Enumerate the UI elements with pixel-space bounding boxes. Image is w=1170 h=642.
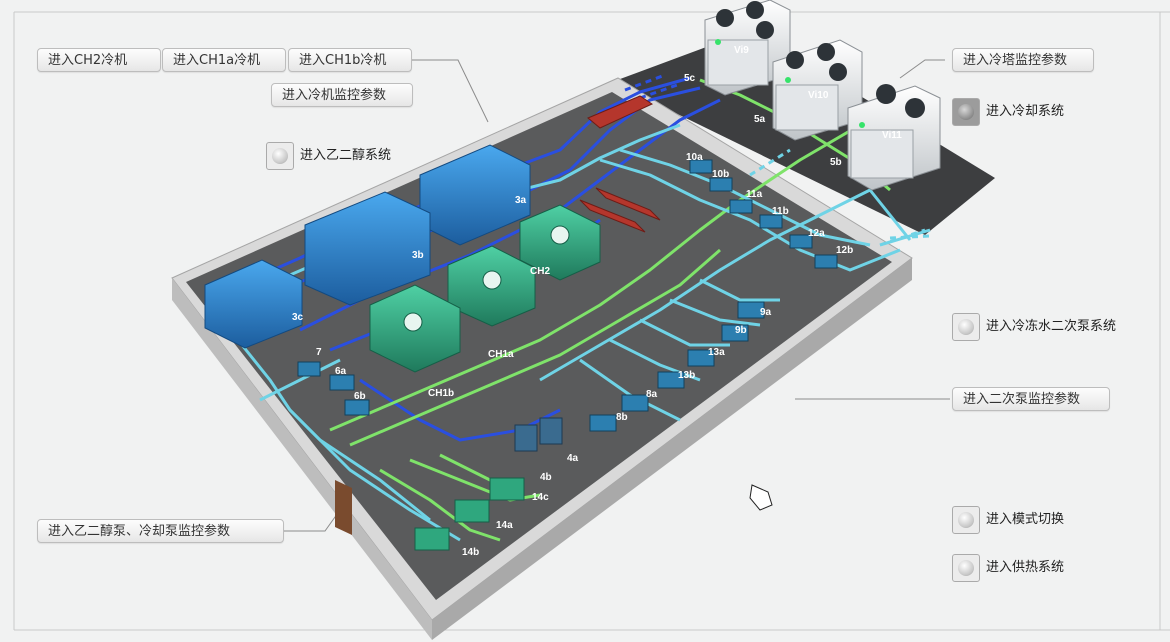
label-7: 7 [316, 347, 322, 358]
chiller-ch1b [369, 284, 461, 373]
label-10b: 10b [712, 169, 729, 180]
label-12a: 12a [808, 228, 825, 239]
pump-units [297, 159, 838, 432]
enter-ch1b-chiller-button[interactable]: 进入CH1b冷机 [288, 48, 412, 72]
round-button-icon [952, 97, 980, 126]
round-button-icon [952, 312, 980, 341]
label-5a: 5a [754, 114, 766, 125]
label-14a: 14a [496, 520, 513, 531]
glycol-system-button[interactable]: 进入乙二醇系统 [266, 141, 391, 171]
label-13a: 13a [708, 347, 725, 358]
label-3b: 3b [412, 250, 424, 261]
deck-outlets-blue [624, 73, 681, 100]
round-button-icon [952, 553, 980, 582]
label-ch1a: CH1a [488, 349, 514, 360]
chiller-monitor-params-button[interactable]: 进入冷机监控参数 [271, 83, 413, 107]
heat-exchangers [579, 95, 661, 233]
label-9a: 9a [760, 307, 772, 318]
mouse-cursor-icon [749, 484, 773, 511]
cooling-tower-vi11 [847, 84, 941, 191]
tank-3c [204, 259, 303, 349]
glycol-system-label: 进入乙二醇系统 [300, 148, 392, 163]
label-vi10: Vi10 [808, 90, 829, 101]
tower-monitor-params-button[interactable]: 进入冷塔监控参数 [952, 48, 1094, 72]
enter-ch1a-chiller-button[interactable]: 进入CH1a冷机 [162, 48, 286, 72]
label-9b: 9b [735, 325, 747, 336]
mode-switch-button[interactable]: 进入模式切换 [952, 505, 1064, 535]
cooling-tower-vi10 [772, 39, 863, 141]
chilled-secondary-system-button[interactable]: 进入冷冻水二次泵系统 [952, 312, 1116, 342]
label-3c: 3c [292, 312, 304, 323]
cooling-tower-vi9 [704, 0, 791, 96]
heating-system-button[interactable]: 进入供热系统 [952, 553, 1064, 583]
enter-ch2-chiller-button[interactable]: 进入CH2冷机 [37, 48, 161, 72]
label-6a: 6a [335, 366, 347, 377]
equipment-labels: Vi9 Vi10 Vi11 5c 5a 5b 10a 10b 11a 11b 1… [292, 45, 902, 558]
label-10a: 10a [686, 152, 703, 163]
label-14c: 14c [532, 492, 549, 503]
round-button-icon [952, 505, 980, 534]
label-vi11: Vi11 [882, 130, 902, 141]
round-button-icon [266, 141, 294, 170]
tank-3b [304, 191, 431, 306]
label-8b: 8b [616, 412, 628, 423]
label-ch1b: CH1b [428, 388, 454, 399]
chilled-secondary-system-label: 进入冷冻水二次泵系统 [986, 319, 1117, 334]
heating-system-label: 进入供热系统 [986, 560, 1065, 575]
label-vi9: Vi9 [734, 45, 749, 56]
label-11a: 11a [746, 189, 763, 200]
building-wall-right [432, 258, 912, 640]
door [335, 480, 352, 535]
label-5c: 5c [684, 73, 696, 84]
label-12b: 12b [836, 245, 853, 256]
building-wall-left [172, 278, 432, 640]
frame-lines [13, 11, 1170, 631]
label-13b: 13b [678, 370, 695, 381]
label-8a: 8a [646, 389, 658, 400]
pumps-4 [514, 417, 563, 452]
label-14b: 14b [462, 547, 479, 558]
label-6b: 6b [354, 391, 366, 402]
label-3a: 3a [515, 195, 527, 206]
label-ch2: CH2 [530, 266, 550, 277]
label-11b: 11b [772, 206, 789, 217]
secondary-pump-params-button[interactable]: 进入二次泵监控参数 [952, 387, 1110, 411]
mode-switch-label: 进入模式切换 [986, 512, 1065, 527]
deck-outlets [749, 148, 931, 247]
cooling-system-label: 进入冷却系统 [986, 104, 1065, 119]
glycol-pump-units [414, 477, 525, 551]
label-4b: 4b [540, 472, 552, 483]
glycol-cooling-pump-params-button[interactable]: 进入乙二醇泵、冷却泵监控参数 [37, 519, 284, 543]
label-4a: 4a [567, 453, 579, 464]
label-5b: 5b [830, 157, 842, 168]
cooling-system-button[interactable]: 进入冷却系统 [952, 97, 1064, 127]
